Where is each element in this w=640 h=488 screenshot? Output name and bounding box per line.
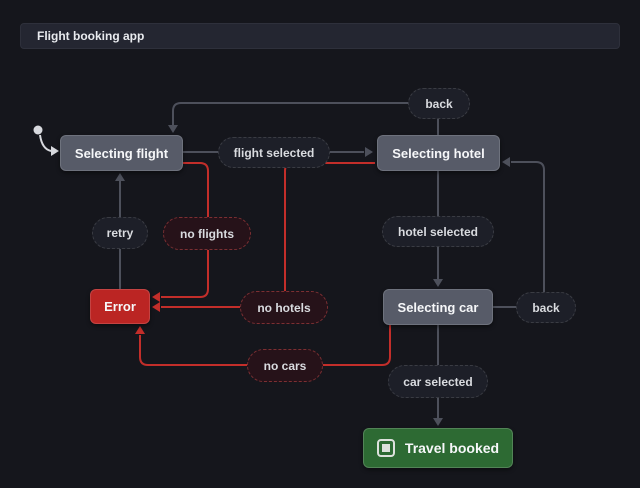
transition-car-selected: [433, 325, 443, 426]
event-label: hotel selected: [397, 224, 479, 239]
state-label: Travel booked: [404, 440, 500, 456]
state-label: Error: [104, 299, 136, 314]
final-state-icon-inner: [381, 444, 390, 452]
transition-back-to-hotel-arrowhead: [502, 157, 510, 167]
transition-no-hotels-arrowhead: [152, 302, 160, 312]
transition-no-flights-arrowhead: [152, 292, 160, 302]
machine-root-header[interactable]: Flight booking app: [20, 23, 620, 49]
state-error[interactable]: Error: [90, 289, 150, 324]
event-label: flight selected: [233, 145, 315, 160]
state-label: Selecting car: [397, 299, 479, 315]
transition-hotel-selected-arrowhead: [433, 279, 443, 287]
event-no-hotels[interactable]: no hotels: [240, 291, 328, 324]
event-back-from-car[interactable]: back: [516, 292, 576, 323]
state-label: Selecting hotel: [392, 145, 485, 161]
transition-retry-arrowhead: [115, 173, 125, 181]
transition-back-to-flight: [168, 102, 439, 135]
event-label: no hotels: [257, 300, 311, 315]
event-no-flights[interactable]: no flights: [163, 217, 251, 250]
event-hotel-selected[interactable]: hotel selected: [382, 216, 494, 247]
state-label: Selecting flight: [74, 145, 169, 161]
transition-car-selected-arrowhead: [433, 418, 443, 426]
machine-title: Flight booking app: [37, 29, 145, 43]
transition-back-to-flight-arrowhead: [168, 125, 178, 133]
event-retry[interactable]: retry: [92, 217, 148, 249]
event-car-selected[interactable]: car selected: [388, 365, 488, 398]
event-label: car selected: [403, 374, 473, 389]
event-label: retry: [106, 226, 134, 240]
event-label: back: [425, 96, 453, 111]
event-label: no flights: [180, 226, 234, 241]
event-flight-selected[interactable]: flight selected: [218, 137, 330, 168]
state-selecting-hotel[interactable]: Selecting hotel: [377, 135, 500, 171]
state-selecting-car[interactable]: Selecting car: [383, 289, 493, 325]
transition-no-cars-arrowhead: [135, 326, 145, 334]
event-label: no cars: [263, 358, 307, 373]
state-travel-booked[interactable]: Travel booked: [363, 428, 513, 468]
transition-flight-selected: [183, 147, 373, 157]
event-no-cars[interactable]: no cars: [247, 349, 323, 382]
transition-hotel-selected: [433, 171, 443, 287]
event-label: back: [532, 300, 560, 315]
final-state-icon: [376, 439, 395, 457]
event-back-from-hotel[interactable]: back: [408, 88, 470, 119]
transition-back-to-hotel: [493, 157, 545, 308]
transition-flight-selected-arrowhead: [365, 147, 373, 157]
transition-retry: [115, 173, 125, 289]
initial-state-marker: [33, 125, 59, 156]
transition-no-flights: [152, 162, 209, 302]
state-selecting-flight[interactable]: Selecting flight: [60, 135, 183, 171]
